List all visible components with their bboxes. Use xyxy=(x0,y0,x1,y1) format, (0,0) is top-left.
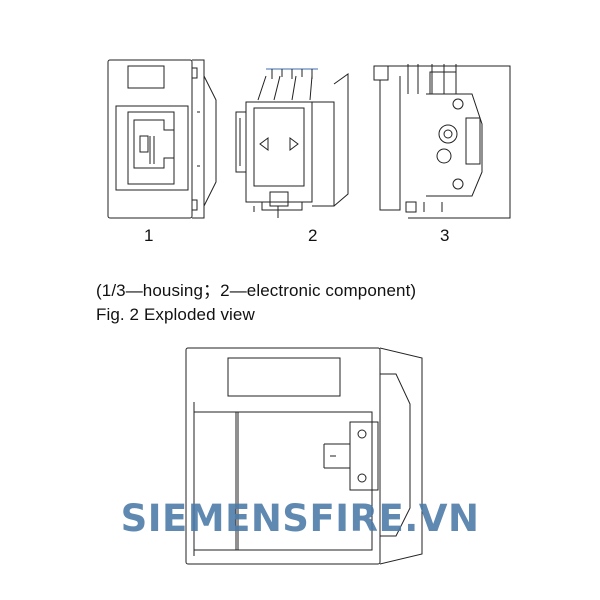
figure-number-3: 3 xyxy=(440,226,450,245)
housing-part-3-drawing xyxy=(366,56,516,226)
housing-part-1-drawing xyxy=(104,56,234,226)
figure-legend: (1/3—housing；2—electronic component) xyxy=(96,281,417,300)
assembled-device-drawing xyxy=(180,344,440,570)
electronic-component-part-2-drawing xyxy=(232,56,362,226)
figure-number-2: 2 xyxy=(308,226,318,245)
right-arrow-icon xyxy=(290,138,298,150)
figure-caption: Fig. 2 Exploded view xyxy=(96,305,255,324)
figure-number-1: 1 xyxy=(144,226,154,245)
left-arrow-icon xyxy=(260,138,268,150)
watermark-text: SIEMENSFIRE.VN xyxy=(120,497,480,540)
